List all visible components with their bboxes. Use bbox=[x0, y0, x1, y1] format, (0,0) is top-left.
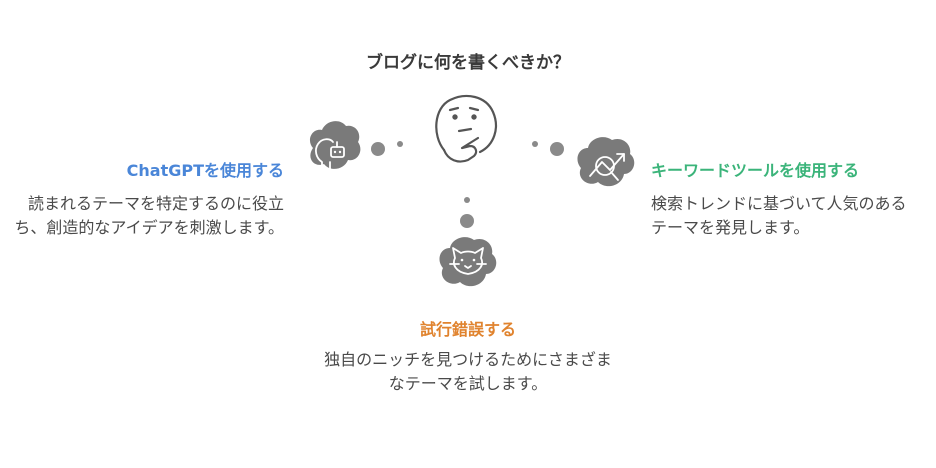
cat-face-icon bbox=[439, 237, 497, 287]
connector-bottom bbox=[460, 197, 474, 228]
connector-right bbox=[532, 141, 564, 156]
robot-lightbulb-icon bbox=[309, 121, 361, 171]
branch-left-description: 読まれるテーマを特定するのに役立ち、創造的なアイデアを刺激します。 bbox=[14, 194, 284, 237]
diagram-title: ブログに何を書くべきか？ bbox=[366, 53, 570, 73]
thinking-face-icon bbox=[435, 94, 497, 163]
connector-left bbox=[371, 141, 403, 156]
branch-bottom-label: 試行錯誤する bbox=[419, 320, 516, 339]
branch-left-label: ChatGPTを使用する bbox=[126, 161, 284, 180]
branch-right-label: キーワードツールを使用する bbox=[651, 161, 860, 180]
trend-search-icon bbox=[577, 137, 635, 187]
branch-right-description: 検索トレンドに基づいて人気のあるテーマを発見します。 bbox=[651, 194, 907, 237]
branch-bottom-description: 独自のニッチを見つけるためにさまざまなテーマを試します。 bbox=[324, 350, 612, 393]
